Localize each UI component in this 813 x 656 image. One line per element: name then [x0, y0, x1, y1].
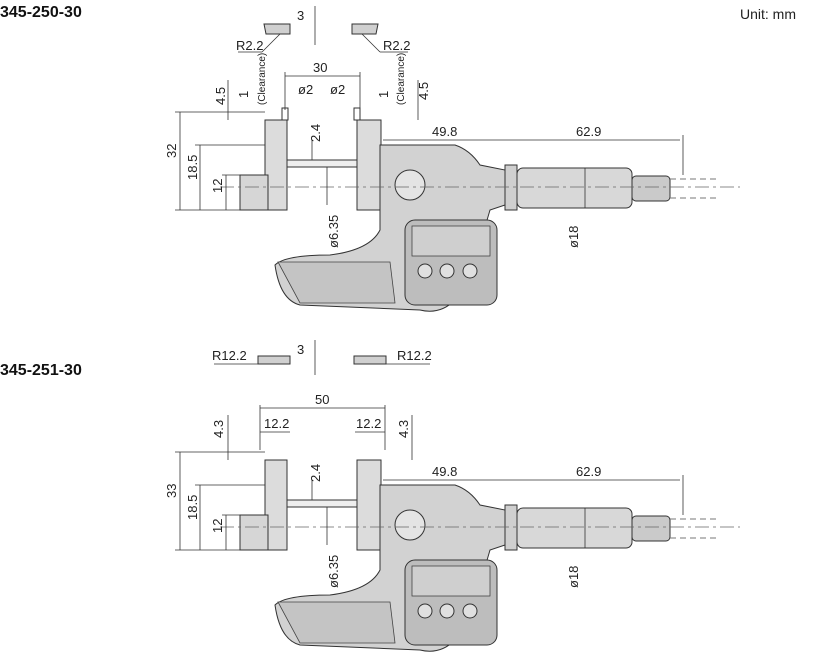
radius-right-2: R12.2: [397, 348, 432, 363]
mid-height-2: 18.5: [185, 495, 200, 520]
jaw-right-2: 12.2: [356, 416, 381, 431]
figure-2: [174, 451, 741, 652]
low-height-2: 12: [210, 519, 225, 533]
total-height-2: 33: [164, 484, 179, 498]
offset-1: 49.8: [432, 124, 457, 139]
figure-1: 3 R2.2 R2.2 30 ø2 ø2 4.5 1 (Clearance) 1…: [164, 6, 741, 312]
mid-height-1: 18.5: [185, 155, 200, 180]
span-1: 30: [313, 60, 327, 75]
pin-dia-left-1: ø2: [298, 82, 313, 97]
clear-txt-right-1: (Clearance): [396, 53, 407, 105]
clear-val-right-1: 1: [376, 91, 391, 98]
span-2: 50: [315, 392, 329, 407]
clear-txt-left-1: (Clearance): [257, 53, 268, 105]
tip-right-2: 4.3: [396, 420, 411, 438]
gap-2: 2.4: [308, 464, 323, 482]
radius-right-1: R2.2: [383, 38, 410, 53]
tip-left-1: 4.5: [213, 87, 228, 105]
figure-2-annotations: 3 R12.2 R12.2 50 12.2 12.2 4.3 4.3 33 18…: [164, 340, 601, 588]
model-label-1: 345-250-30: [0, 4, 82, 21]
rod-dia-1: ø6.35: [326, 215, 341, 248]
length-1: 62.9: [576, 124, 601, 139]
total-height-1: 32: [164, 144, 179, 158]
tip-right-1: 4.5: [416, 82, 431, 100]
length-2: 62.9: [576, 464, 601, 479]
jaw-left-2: 12.2: [264, 416, 289, 431]
tip-left-2: 4.3: [211, 420, 226, 438]
anvil-thickness-2: 3: [297, 342, 304, 357]
radius-left-2: R12.2: [212, 348, 247, 363]
pin-dia-right-1: ø2: [330, 82, 345, 97]
clear-val-left-1: 1: [236, 91, 251, 98]
unit-label: Unit: mm: [740, 6, 796, 22]
thimble-dia-1: ø18: [566, 226, 581, 248]
model-label-2: 345-251-30: [0, 362, 82, 379]
gap-1: 2.4: [308, 124, 323, 142]
rod-dia-2: ø6.35: [326, 555, 341, 588]
anvil-thickness-1: 3: [297, 8, 304, 23]
thimble-dia-2: ø18: [566, 566, 581, 588]
offset-2: 49.8: [432, 464, 457, 479]
low-height-1: 12: [210, 179, 225, 193]
radius-left-1: R2.2: [236, 38, 263, 53]
